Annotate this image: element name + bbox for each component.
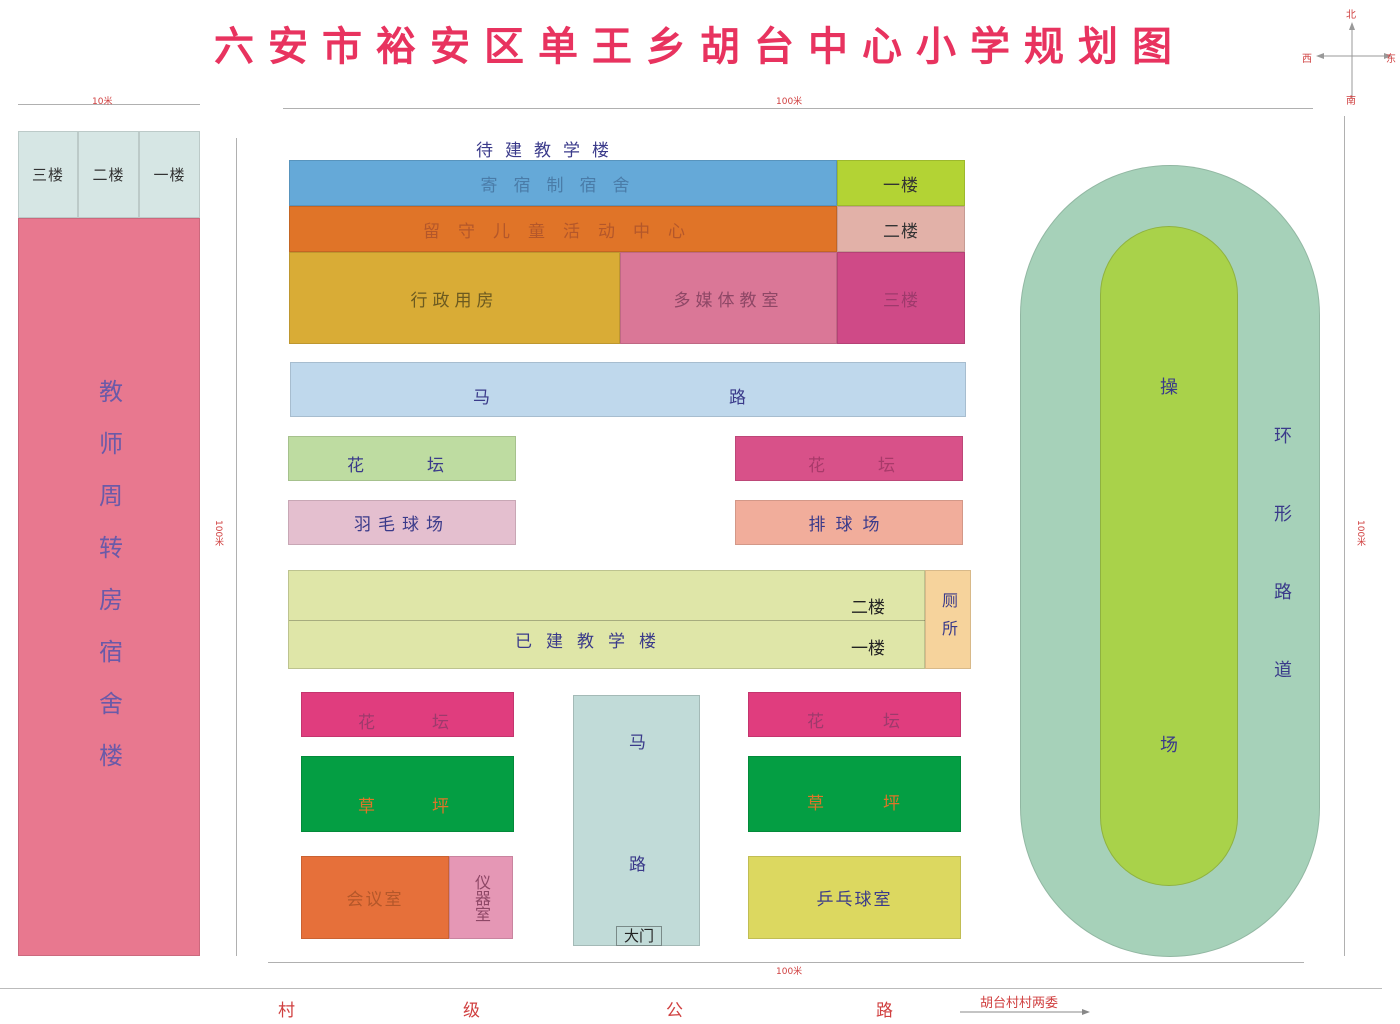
village-committee-arrow <box>960 1009 1090 1015</box>
volleyball-court: 排球场 <box>735 500 963 545</box>
school-gate: 大门 <box>616 926 662 946</box>
dim-line-dorm <box>18 104 200 105</box>
flowerbed-top-right-a: 花 <box>808 456 825 476</box>
compass-east: 东 <box>1386 54 1396 65</box>
flowerbed-top-left: 花 坛 <box>288 436 516 481</box>
toilet-label: 厕所 <box>939 591 958 648</box>
existing-building: 已建教学楼 二楼 一楼 <box>288 570 926 669</box>
meeting-room: 会议室 <box>301 856 449 939</box>
pingpong-room: 乒乓球室 <box>748 856 961 939</box>
track-label-4: 道 <box>1274 660 1292 681</box>
admin-rooms: 行政用房 <box>289 252 620 344</box>
dim-left-height: 100米 <box>213 520 223 547</box>
sports-field <box>1100 226 1238 886</box>
page-title: 六安市裕安区单王乡胡台中心小学规划图 <box>214 24 1186 70</box>
dorm-floor-3: 三楼 <box>18 131 78 218</box>
village-road-2: 级 <box>463 1001 480 1021</box>
flowerbed-bottom-left-a: 花 <box>358 713 375 733</box>
dorm-floor-2: 二楼 <box>78 131 139 218</box>
compass <box>1316 22 1392 98</box>
boarding-dorm: 寄宿制宿舍 <box>289 160 837 206</box>
planned-floor-2: 二楼 <box>837 206 965 252</box>
dorm-floor-1: 一楼 <box>139 131 200 218</box>
dim-line-left <box>236 138 237 956</box>
road-vertical: 马 路 大门 <box>573 695 700 946</box>
track-label-2: 形 <box>1274 504 1292 525</box>
village-road-line <box>0 988 1382 989</box>
road-horizontal: 马 路 <box>290 362 966 417</box>
lawn-right-a: 草 <box>807 794 824 814</box>
village-committee-label: 胡台村村两委 <box>980 996 1059 1011</box>
existing-building-label: 已建教学楼 <box>515 632 670 652</box>
village-road-4: 路 <box>876 1001 893 1021</box>
village-road-3: 公 <box>666 1001 683 1021</box>
dim-right-height: 100米 <box>1355 520 1365 547</box>
lawn-left-b: 坪 <box>432 797 449 817</box>
flowerbed-bottom-right: 花 坛 <box>748 692 961 737</box>
lawn-right: 草 坪 <box>748 756 961 832</box>
dim-bottom-width: 100米 <box>776 967 803 977</box>
road-horizontal-left: 马 <box>473 388 490 408</box>
existing-building-divider <box>289 620 926 621</box>
compass-south: 南 <box>1346 96 1356 107</box>
track-label-1: 环 <box>1274 426 1292 447</box>
road-vertical-bottom: 路 <box>629 855 646 875</box>
flowerbed-bottom-right-b: 坛 <box>883 712 900 732</box>
teacher-dorm-label: 教师周转房宿舍楼 <box>94 379 123 795</box>
badminton-court: 羽毛球场 <box>288 500 516 545</box>
existing-floor-1: 一楼 <box>851 639 885 659</box>
multimedia-room: 多媒体教室 <box>620 252 837 344</box>
instrument-room-label: 仪器室 <box>472 873 491 922</box>
dim-dorm-width: 10米 <box>92 97 113 107</box>
field-label-bottom: 场 <box>1160 735 1178 756</box>
village-road-1: 村 <box>278 1001 295 1021</box>
left-behind-center: 留守儿童活动中心 <box>289 206 837 252</box>
flowerbed-bottom-left-b: 坛 <box>432 713 449 733</box>
lawn-left-a: 草 <box>358 797 375 817</box>
lawn-right-b: 坪 <box>883 794 900 814</box>
teacher-dorm: 教师周转房宿舍楼 <box>18 218 200 956</box>
compass-west: 西 <box>1302 54 1312 65</box>
instrument-room: 仪器室 <box>449 856 513 939</box>
road-horizontal-right: 路 <box>729 388 746 408</box>
flowerbed-bottom-left: 花 坛 <box>301 692 514 737</box>
track-label-3: 路 <box>1274 582 1292 603</box>
lawn-left: 草 坪 <box>301 756 514 832</box>
dim-top-width: 100米 <box>776 97 803 107</box>
toilet: 厕所 <box>925 570 971 669</box>
planned-building-label: 待建教学楼 <box>476 141 621 161</box>
flowerbed-top-left-b: 坛 <box>427 456 444 476</box>
flowerbed-bottom-right-a: 花 <box>807 712 824 732</box>
planned-floor-3: 三楼 <box>837 252 965 344</box>
compass-north: 北 <box>1346 10 1356 21</box>
road-vertical-top: 马 <box>629 733 646 753</box>
existing-floor-2: 二楼 <box>851 598 885 618</box>
dim-line-bottom <box>268 962 1304 963</box>
field-label-top: 操 <box>1160 377 1178 398</box>
planned-floor-1: 一楼 <box>837 160 965 206</box>
flowerbed-top-right-b: 坛 <box>878 456 895 476</box>
dim-line-top <box>283 108 1313 109</box>
dim-line-right <box>1344 116 1345 956</box>
flowerbed-top-left-a: 花 <box>347 456 364 476</box>
flowerbed-top-right: 花 坛 <box>735 436 963 481</box>
